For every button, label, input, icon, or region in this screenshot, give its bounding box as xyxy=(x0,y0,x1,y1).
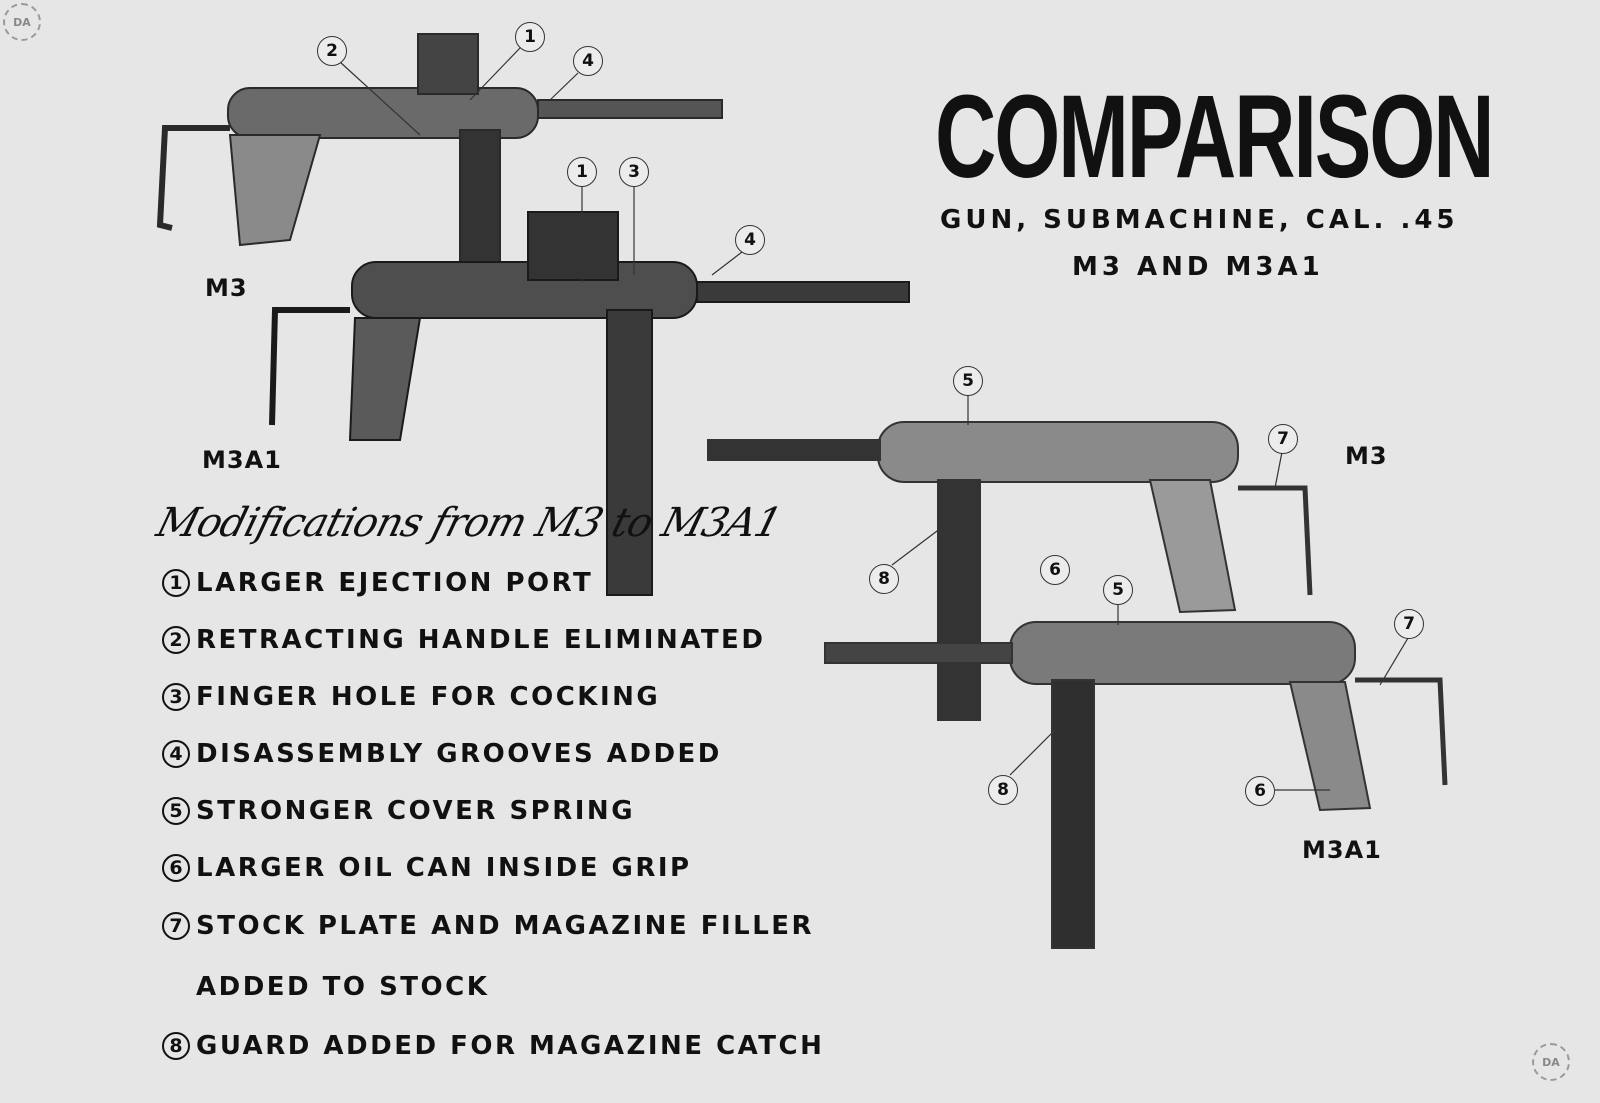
number-badge: 6 xyxy=(162,854,190,882)
label-top-m3a1: M3A1 xyxy=(202,446,282,474)
m3-side-right xyxy=(707,421,1313,721)
callout: 8 xyxy=(988,775,1018,805)
number-badge: 3 xyxy=(162,683,190,711)
callout: 5 xyxy=(1103,575,1133,605)
m3a1-side-right xyxy=(824,621,1448,949)
label-right-m3: M3 xyxy=(1345,442,1388,470)
callout: 2 xyxy=(317,36,347,66)
callout: 1 xyxy=(515,22,545,52)
page-title: COMPARISON xyxy=(935,71,1495,203)
modification-text: LARGER OIL CAN INSIDE GRIP xyxy=(196,853,692,883)
callout: 3 xyxy=(619,157,649,187)
callout: 6 xyxy=(1040,555,1070,585)
m3a1-side-left xyxy=(269,211,910,596)
modification-item-continued: ADDED TO STOCK xyxy=(196,972,489,1002)
callout: 5 xyxy=(953,366,983,396)
callout: 1 xyxy=(567,157,597,187)
m3-side-left xyxy=(156,33,723,266)
number-badge: 4 xyxy=(162,740,190,768)
number-badge: 2 xyxy=(162,626,190,654)
modification-text: DISASSEMBLY GROOVES ADDED xyxy=(196,739,722,769)
modification-text: FINGER HOLE FOR COCKING xyxy=(196,682,661,712)
number-badge: 5 xyxy=(162,797,190,825)
number-badge: 8 xyxy=(162,1032,190,1060)
modification-text: STRONGER COVER SPRING xyxy=(196,796,636,826)
callout: 7 xyxy=(1394,609,1424,639)
modifications-heading: Modifications from M3 to M3A1 xyxy=(151,500,786,546)
callout: 6 xyxy=(1245,776,1275,806)
watermark-logo: DA xyxy=(1532,1043,1570,1081)
callout: 4 xyxy=(735,225,765,255)
subtitle: GUN, SUBMACHINE, CAL. .45 xyxy=(940,205,1459,235)
label-right-m3a1: M3A1 xyxy=(1302,836,1382,864)
modification-text: RETRACTING HANDLE ELIMINATED xyxy=(196,625,766,655)
label-top-m3: M3 xyxy=(205,274,248,302)
modification-text: ADDED TO STOCK xyxy=(196,972,490,1002)
callout: 4 xyxy=(573,46,603,76)
callout: 8 xyxy=(869,564,899,594)
subtitle-models: M3 AND M3A1 xyxy=(1072,252,1324,282)
watermark-logo: DA xyxy=(3,3,41,41)
modification-text: GUARD ADDED FOR MAGAZINE CATCH xyxy=(196,1031,825,1061)
modification-text: LARGER EJECTION PORT xyxy=(196,568,594,598)
leader-lines xyxy=(339,47,1409,791)
modification-text: STOCK PLATE AND MAGAZINE FILLER xyxy=(196,911,815,941)
number-badge: 1 xyxy=(162,569,190,597)
number-badge: 7 xyxy=(162,912,190,940)
callout: 7 xyxy=(1268,424,1298,454)
